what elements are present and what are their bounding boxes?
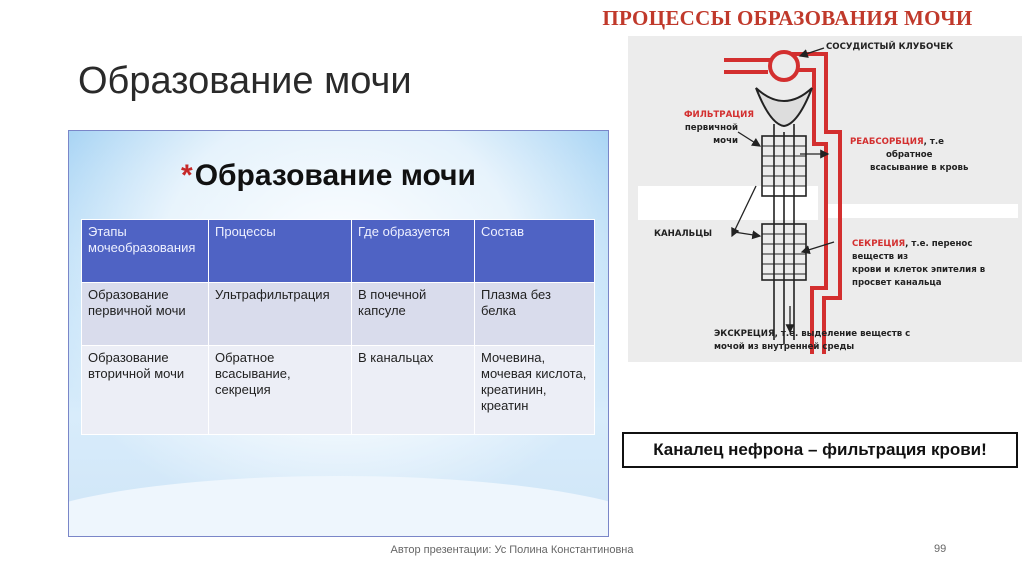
process-arrows (731, 47, 835, 334)
header-cell: Где образуется (351, 219, 475, 283)
bullet-star: * (181, 159, 193, 192)
label-filtration: ФИЛЬТРАЦИЯ первичной мочи (684, 109, 754, 148)
glomerulus-shape (768, 50, 800, 82)
label-secretion-line: веществ из (852, 252, 909, 262)
label-reabsorption-line: всасывание в кровь (870, 163, 969, 173)
slide-title: Образование мочи (78, 60, 412, 102)
header-cell: Состав (474, 219, 595, 283)
label-secretion-tail: , т.е. перенос (905, 239, 973, 249)
nephron-diagram: СОСУДИСТЫЙ КЛУБОЧЕК ФИЛЬТРАЦИЯ первичной… (628, 36, 1022, 362)
label-excretion: ЭКСКРЕЦИЯ, т.е. выделение веществ с мочо… (714, 328, 910, 354)
label-filtration-head: ФИЛЬТРАЦИЯ (684, 110, 754, 120)
callout-box: Каналец нефрона – фильтрация крови! (622, 432, 1018, 468)
table-row: Образование вторичной мочи Обратное всас… (81, 345, 595, 435)
epithelium-lines (762, 145, 806, 275)
table-cell: Мочевина, мочевая кислота, креатинин, кр… (474, 345, 595, 435)
panel-title: *Образование мочи (181, 159, 476, 193)
label-secretion-head: СЕКРЕЦИЯ (852, 239, 906, 249)
label-reabsorption-tail: , т.е (923, 137, 944, 147)
table-header-row: Этапы мочеобразования Процессы Где образ… (81, 219, 595, 283)
table-cell: В канальцах (351, 345, 475, 435)
table-cell: Образование вторичной мочи (81, 345, 209, 435)
nephron-drawing (638, 47, 1018, 354)
label-secretion-line: крови и клеток эпителия в (852, 265, 986, 275)
table-panel: *Образование мочи Этапы мочеобразования … (68, 130, 609, 537)
blood-vessels (724, 52, 842, 354)
label-reabsorption-line: обратное (886, 150, 933, 160)
table-cell: Обратное всасывание, секреция (208, 345, 352, 435)
label-tubules: КАНАЛЬЦЫ (654, 229, 713, 239)
label-reabsorption-head: РЕАБСОРБЦИЯ (850, 137, 924, 147)
table-row: Образование первичной мочи Ультрафильтра… (81, 282, 595, 346)
label-filtration-line: первичной (684, 123, 738, 133)
label-glomerulus: СОСУДИСТЫЙ КЛУБОЧЕК (826, 42, 954, 52)
panel-title-text: Образование мочи (194, 159, 476, 192)
urine-formation-table: Этапы мочеобразования Процессы Где образ… (81, 219, 595, 435)
label-filtration-line: мочи (713, 136, 738, 146)
label-excretion-line: ЭКСКРЕЦИЯ, т.е. выделение веществ с (714, 329, 911, 339)
footer-author: Автор презентации: Ус Полина Константино… (390, 544, 634, 556)
page-number: 99 (934, 543, 947, 555)
panel-wave (69, 476, 608, 536)
header-cell: Процессы (208, 219, 352, 283)
label-secretion: СЕКРЕЦИЯ, т.е. перенос веществ из крови … (852, 238, 985, 290)
table-cell: Образование первичной мочи (81, 282, 209, 346)
white-patch (828, 204, 1018, 218)
table-cell: В почечной капсуле (351, 282, 475, 346)
diagram-title: ПРОЦЕССЫ ОБРАЗОВАНИЯ МОЧИ (602, 6, 973, 30)
table-cell: Плазма без белка (474, 282, 595, 346)
label-secretion-line: просвет канальца (852, 278, 942, 288)
capsule-shape (755, 87, 813, 128)
table-cell: Ультрафильтрация (208, 282, 352, 346)
header-cell: Этапы мочеобразования (81, 219, 209, 283)
label-excretion-line: мочой из внутренней среды (714, 342, 855, 352)
label-reabsorption: РЕАБСОРБЦИЯ, т.е обратное всасывание в к… (850, 136, 968, 175)
white-patch (638, 186, 818, 220)
